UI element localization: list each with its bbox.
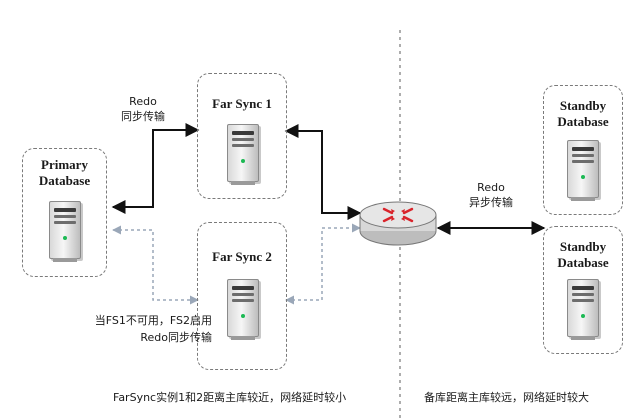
async-redo-label-line2: 异步传输 [469,196,513,209]
primary-database-node: Primary Database [22,148,107,277]
standby-2-title-line1: Standby [559,239,607,254]
failover-label-line2: Redo同步传输 [140,331,212,344]
sync-redo-label-line1: Redo [129,95,157,108]
standby-1-title-line1: Standby [559,98,607,113]
failover-label-line1: 当FS1不可用，FS2启用 [94,314,212,327]
farsync2-router-link [285,223,361,305]
standby-2-title-line2: Database [557,255,609,270]
far-sync-1-node: Far Sync 1 [197,73,287,199]
standby-database-1-node: Standby Database [543,85,623,215]
left-caption: FarSync实例1和2距离主库较近，网络延时较小 [113,391,347,404]
server-icon [567,279,599,340]
right-caption: 备库距离主库较远，网络延时较大 [424,391,589,404]
router-icon [359,201,437,246]
server-icon [567,140,599,201]
sync-redo-label-line2: 同步传输 [121,110,165,123]
primary-title-line1: Primary [41,157,88,172]
server-icon [227,124,259,185]
standby-1-title-line2: Database [557,114,609,129]
sync-redo-link [111,123,200,214]
standby-database-2-node: Standby Database [543,226,623,354]
server-icon [227,279,259,340]
far-sync-2-node: Far Sync 2 [197,222,287,370]
far-sync-1-title: Far Sync 1 [212,96,272,111]
primary-title-line2: Database [38,173,91,188]
server-icon [49,201,81,262]
async-redo-label-line1: Redo [477,181,505,194]
failover-redo-link [112,225,199,305]
far-sync-2-title: Far Sync 2 [212,249,272,264]
farsync1-router-link [284,124,362,220]
